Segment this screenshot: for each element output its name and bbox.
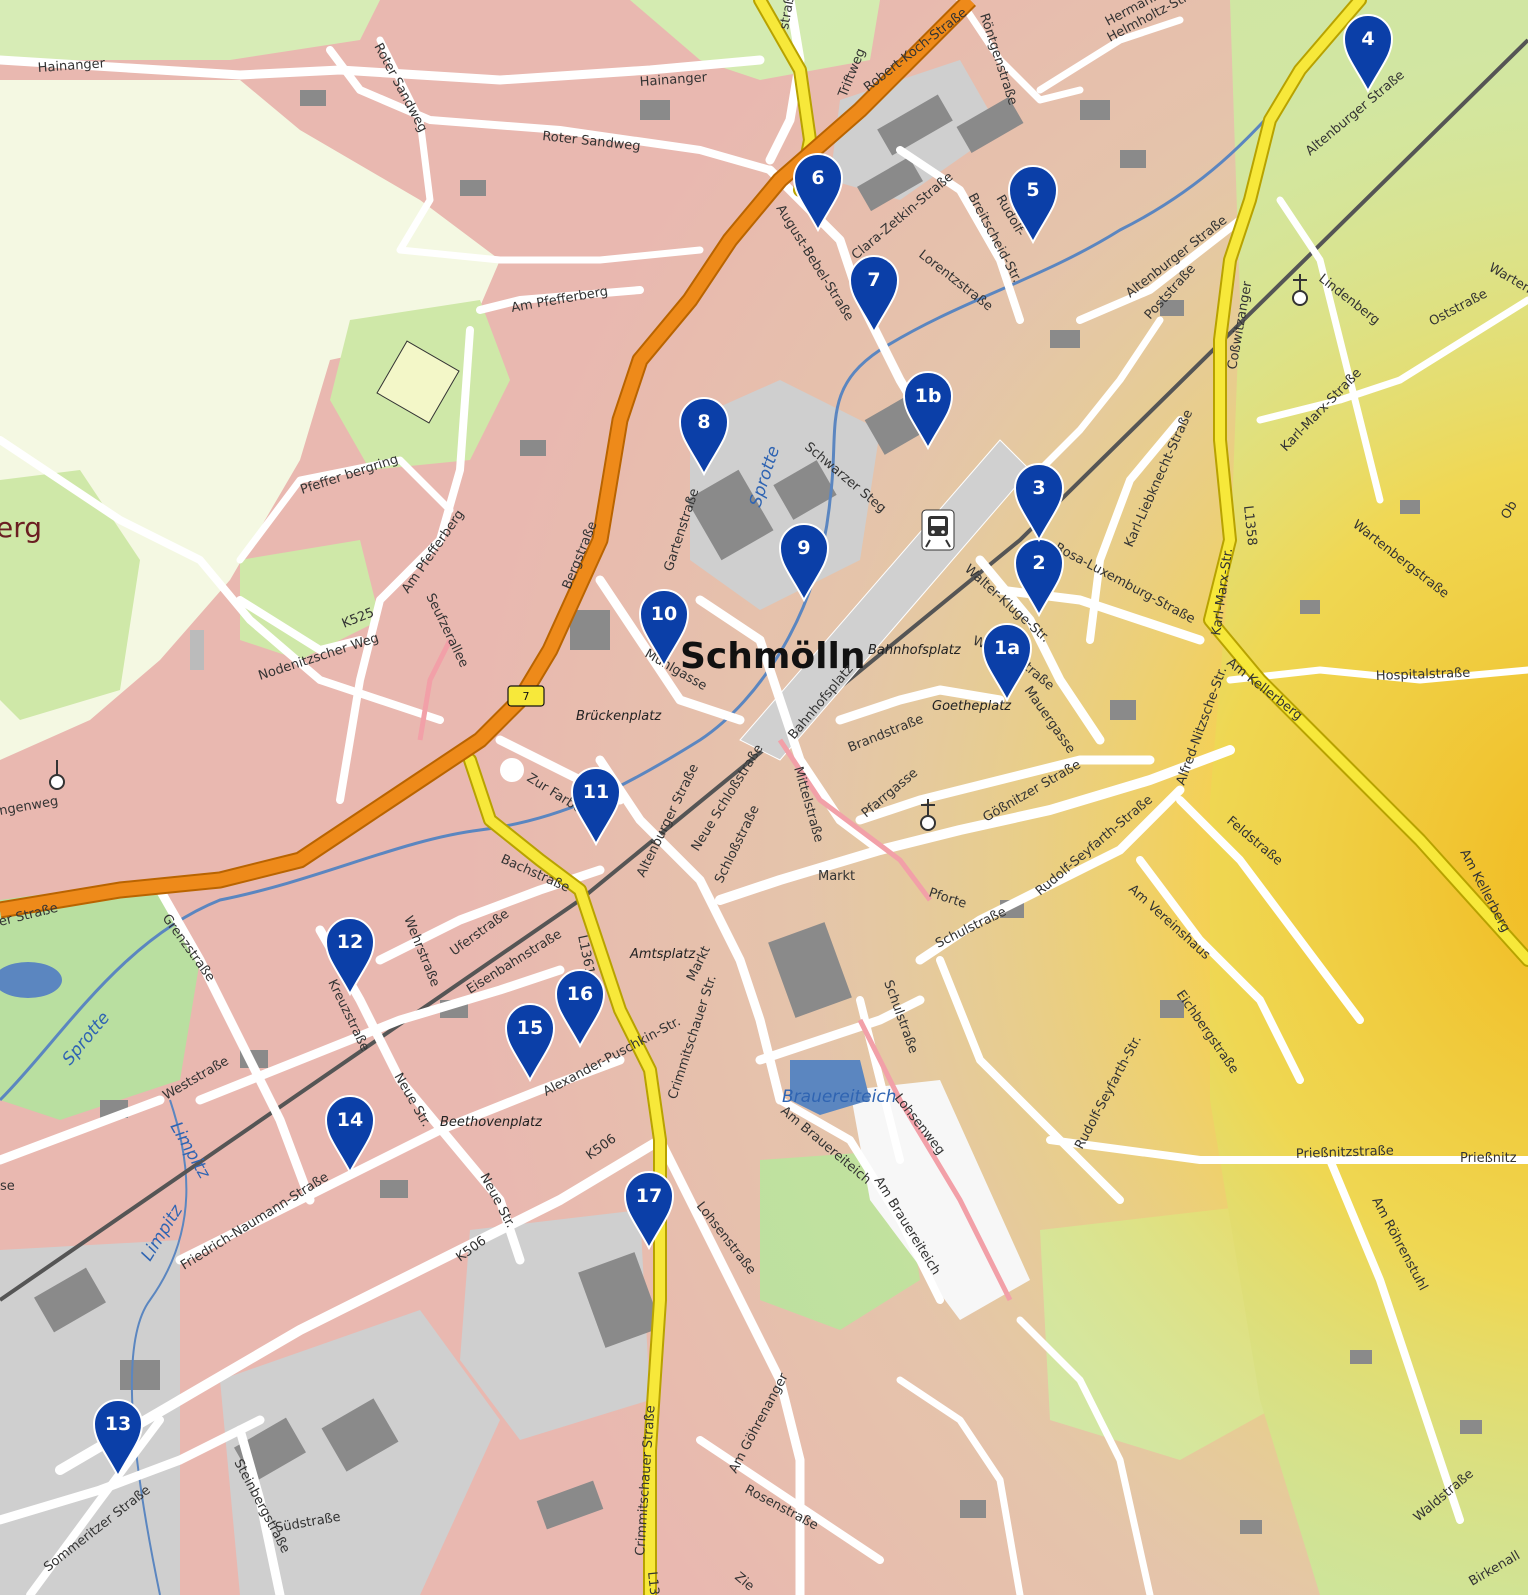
location-marker-17[interactable]: 17 <box>624 1171 674 1249</box>
location-marker-8[interactable]: 8 <box>679 397 729 475</box>
street-label: Prießnitz <box>1460 1151 1517 1166</box>
location-marker-9[interactable]: 9 <box>779 523 829 601</box>
route-shield-b7: 7 <box>507 685 545 707</box>
secondary-roads <box>463 0 1528 1595</box>
location-marker-14[interactable]: 14 <box>325 1095 375 1173</box>
place-label: Brückenplatz <box>576 709 662 724</box>
church-icon <box>49 760 65 790</box>
location-marker-16[interactable]: 16 <box>555 969 605 1047</box>
marker-label: 6 <box>811 167 824 189</box>
roundabout <box>500 758 524 782</box>
marker-label: 10 <box>651 603 677 625</box>
train-station-icon[interactable] <box>921 509 955 551</box>
marker-label: 16 <box>567 983 593 1005</box>
location-marker-12[interactable]: 12 <box>325 917 375 995</box>
location-marker-11[interactable]: 11 <box>571 767 621 845</box>
marker-label: 15 <box>517 1017 543 1039</box>
location-marker-1b[interactable]: 1b <box>903 371 953 449</box>
pedestrian-paths <box>417 638 1013 1302</box>
marker-label: 9 <box>797 537 810 559</box>
location-marker-3[interactable]: 3 <box>1014 463 1064 541</box>
pond-west <box>0 962 62 998</box>
location-marker-15[interactable]: 15 <box>505 1003 555 1081</box>
marker-label: 13 <box>105 1413 131 1435</box>
location-marker-4[interactable]: 4 <box>1343 14 1393 92</box>
street-label: Markt <box>818 869 855 884</box>
location-marker-13[interactable]: 13 <box>93 1399 143 1477</box>
location-marker-5[interactable]: 5 <box>1008 165 1058 243</box>
buildings <box>34 90 1482 1534</box>
street-label: Hainanger <box>639 70 708 90</box>
marker-label: 7 <box>867 269 880 291</box>
street-label: Hospitalstraße <box>1376 666 1471 684</box>
street-label: Hainanger <box>37 56 106 76</box>
place-label-partial: erg <box>0 511 42 544</box>
street-label: L13 <box>644 1571 661 1595</box>
church-icon <box>1292 274 1308 306</box>
town-label: Schmölln <box>680 636 865 677</box>
place-label: Beethovenplatz <box>440 1115 543 1130</box>
place-label: Goetheplatz <box>932 699 1012 714</box>
primary-road-b7-fill <box>0 0 975 917</box>
church-icon <box>920 799 936 831</box>
marker-label: 1b <box>915 385 942 407</box>
street-label: se <box>0 1179 15 1194</box>
street-label: L1358 <box>1240 505 1259 547</box>
place-label: Amtsplatz <box>629 947 696 962</box>
marker-label: 14 <box>337 1109 363 1131</box>
marker-label: 1a <box>994 637 1020 659</box>
marker-label: 4 <box>1361 28 1374 50</box>
marker-label: 5 <box>1026 179 1039 201</box>
location-marker-10[interactable]: 10 <box>639 589 689 667</box>
water-label-brauereiteich: Brauereiteich <box>782 1087 896 1107</box>
location-marker-1a[interactable]: 1a <box>982 623 1032 701</box>
marker-label: 8 <box>697 411 710 433</box>
marker-label: 11 <box>583 781 609 803</box>
marker-label: 17 <box>636 1185 662 1207</box>
location-marker-7[interactable]: 7 <box>849 255 899 333</box>
place-label: Bahnhofsplatz <box>868 643 962 658</box>
location-marker-6[interactable]: 6 <box>793 153 843 231</box>
location-marker-2[interactable]: 2 <box>1014 538 1064 616</box>
marker-label: 12 <box>337 931 363 953</box>
pond-brauereiteich <box>790 1060 870 1115</box>
marker-label: 2 <box>1032 552 1045 574</box>
street-label: Prießnitzstraße <box>1296 1144 1394 1162</box>
marker-label: 3 <box>1032 477 1045 499</box>
route-shield-label: 7 <box>523 690 530 703</box>
